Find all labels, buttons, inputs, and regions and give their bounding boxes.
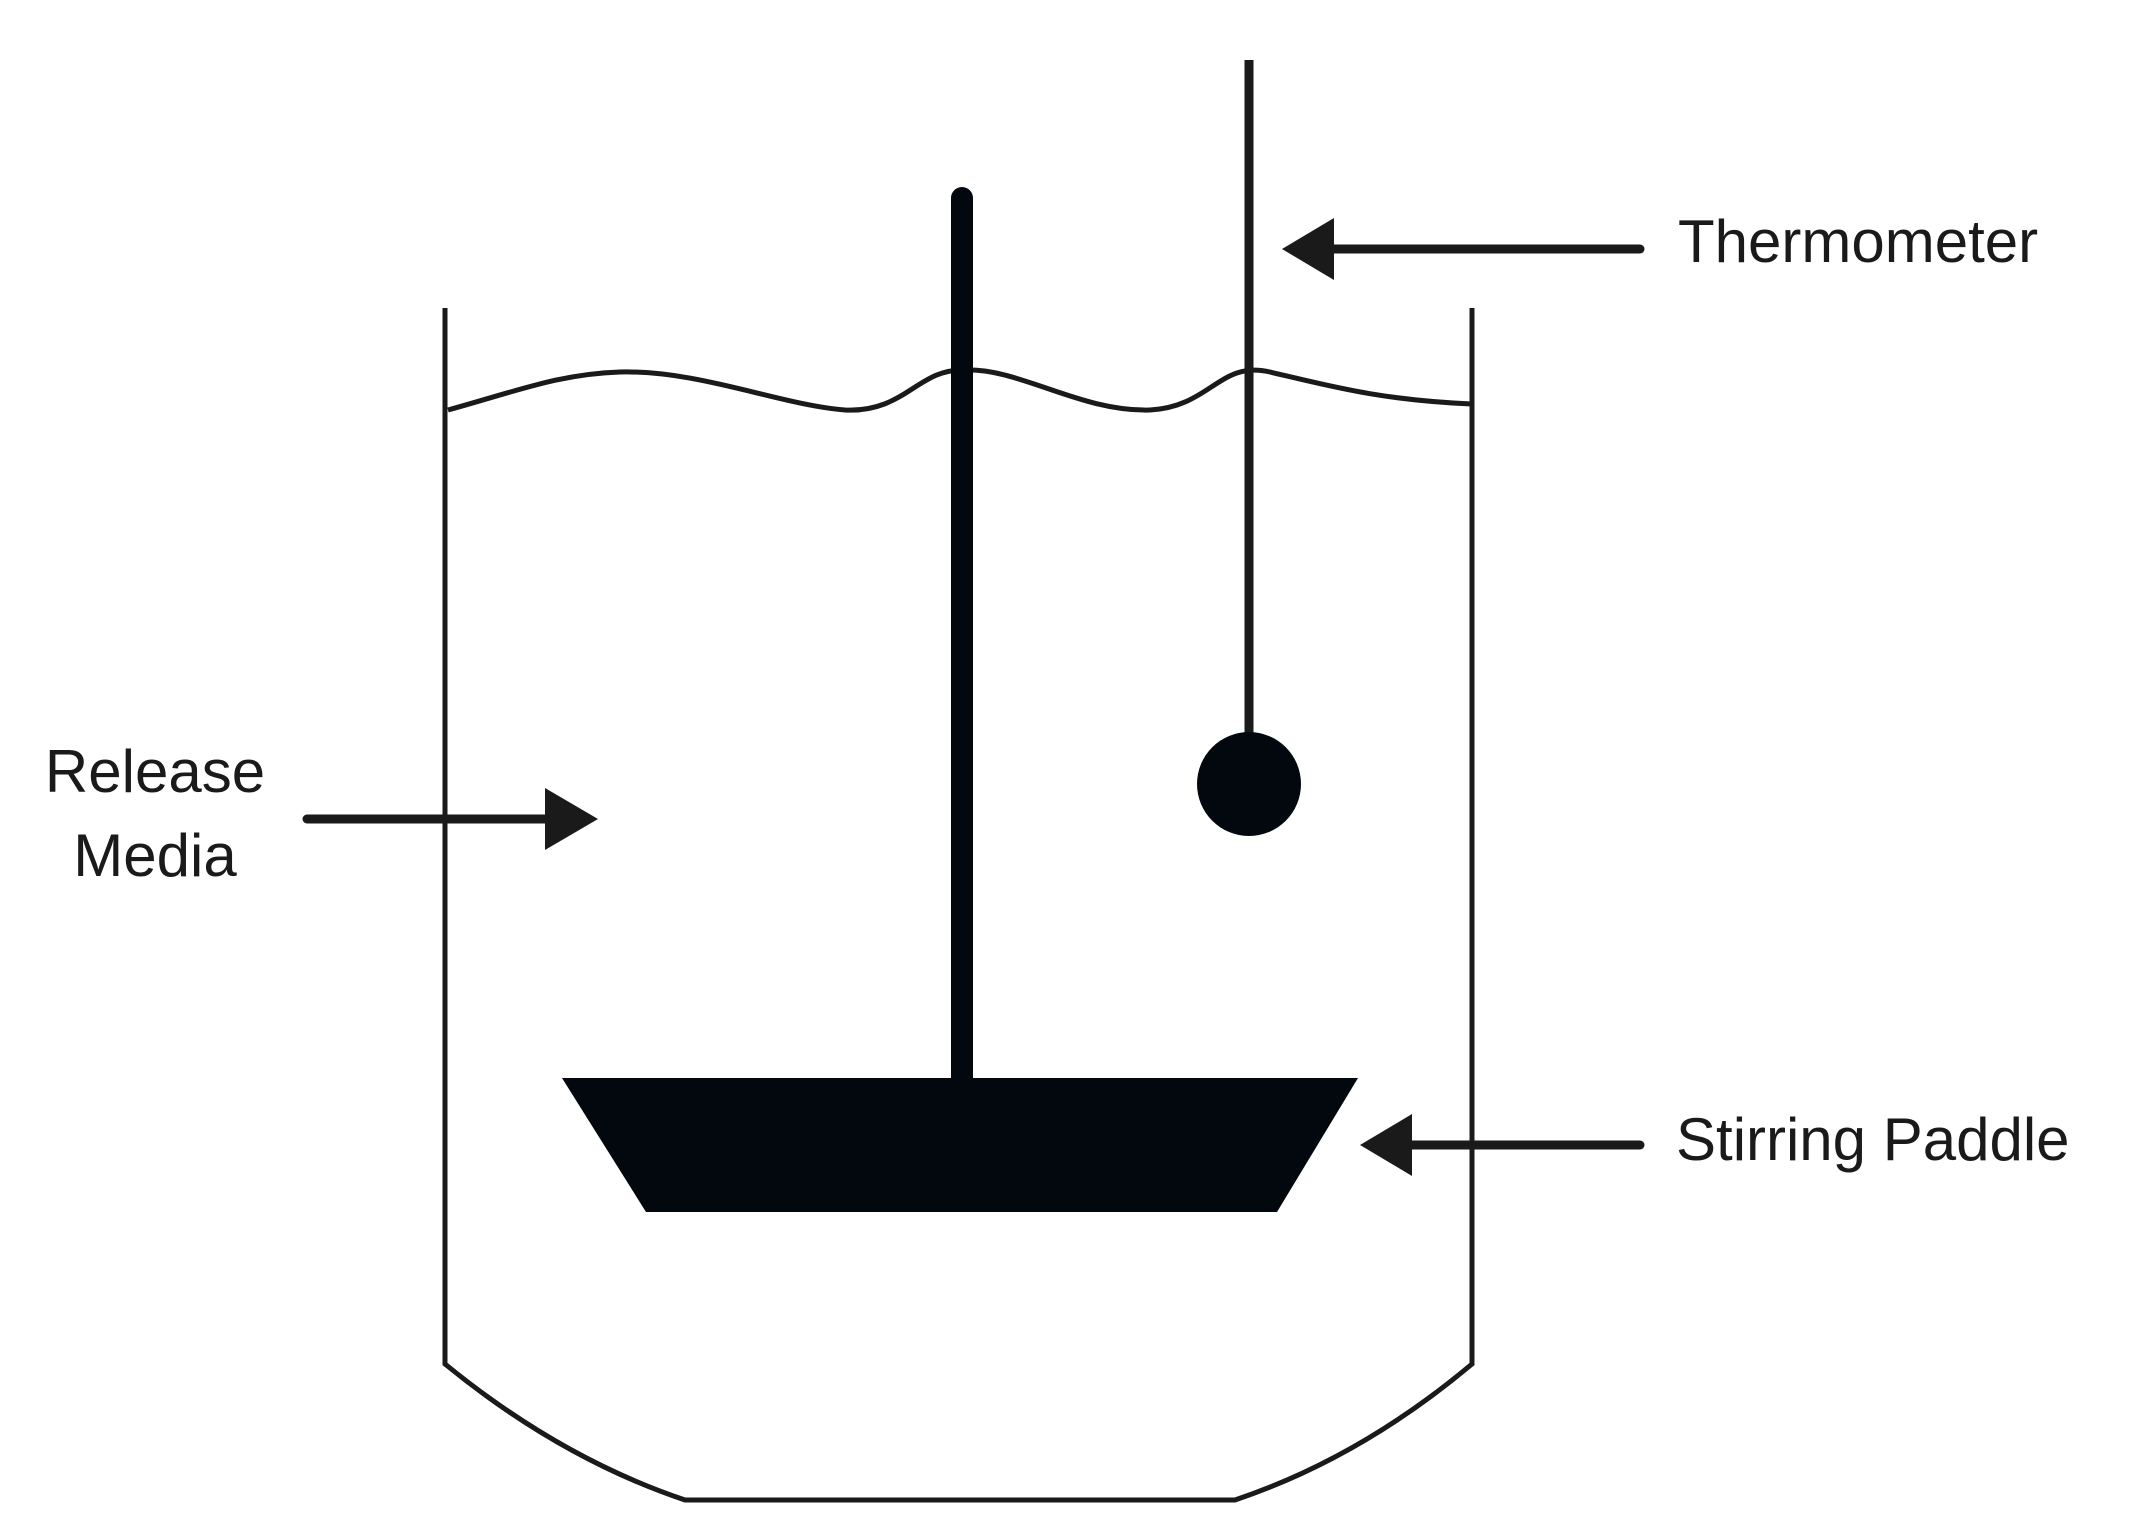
thermometer-bulb (1197, 732, 1301, 836)
thermometer-label: Thermometer (1678, 208, 2038, 275)
release-media-label-line2: Media (73, 822, 237, 889)
vessel-outline (442, 308, 1475, 1503)
stirring-paddle-blade (562, 1078, 1358, 1212)
thermometer-arrow (1282, 218, 1645, 280)
stirring-paddle-arrow (1360, 1114, 1645, 1176)
release-media-arrow (302, 788, 598, 850)
release-media-label-line1: Release (45, 738, 265, 805)
stirring-paddle-label: Stirring Paddle (1676, 1106, 2070, 1173)
